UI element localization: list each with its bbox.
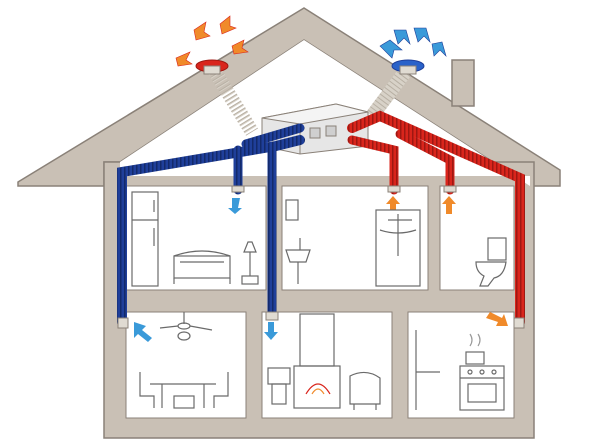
living-room-furniture	[267, 313, 381, 410]
bedroom-furniture	[131, 191, 259, 287]
bathroom-furniture	[285, 199, 421, 287]
supply-arrow-bathroom	[386, 196, 400, 214]
room-vents	[117, 185, 525, 342]
toilet-icon	[475, 237, 507, 287]
supply-duct-bathroom	[347, 135, 399, 195]
extract-duct-main	[117, 135, 305, 327]
supply-duct-main	[347, 110, 525, 327]
extract-arrow-bedroom	[228, 198, 242, 214]
extract-arrow-dining	[134, 322, 152, 342]
ceiling-fan-icon	[159, 312, 213, 341]
sink-icon	[285, 238, 311, 284]
tv-icon	[267, 367, 291, 405]
bed-icon	[173, 250, 231, 284]
supply-arrow-toilet	[442, 196, 456, 214]
fireplace-icon	[293, 313, 341, 409]
exhaust-terminal-icon	[195, 59, 229, 75]
chimney	[451, 59, 475, 107]
shower-icon	[375, 209, 421, 287]
roof-flex-ducts	[208, 66, 411, 136]
room-dining	[125, 311, 247, 419]
lamp-icon	[241, 241, 259, 285]
supply-duct-network	[347, 110, 525, 327]
intake-airflow-arrows	[379, 27, 447, 59]
supply-arrow-kitchen	[486, 312, 508, 326]
stove-icon	[459, 365, 505, 411]
dining-table-icon	[139, 372, 229, 409]
armchair-icon	[349, 371, 381, 410]
room-kitchen	[407, 311, 515, 419]
extract-duct-network	[117, 123, 305, 327]
extract-arrow-living	[264, 322, 278, 340]
supply-duct-toilet	[395, 129, 455, 195]
cooking-pot-icon	[465, 333, 485, 365]
refrigerator-icon	[131, 191, 159, 287]
kitchen-furniture	[415, 330, 505, 411]
exhaust-airflow-arrows	[175, 15, 249, 67]
extract-duct-upper	[241, 123, 305, 149]
room-living	[261, 311, 393, 419]
dining-room-furniture	[139, 312, 229, 409]
intake-terminal-icon	[391, 59, 425, 75]
